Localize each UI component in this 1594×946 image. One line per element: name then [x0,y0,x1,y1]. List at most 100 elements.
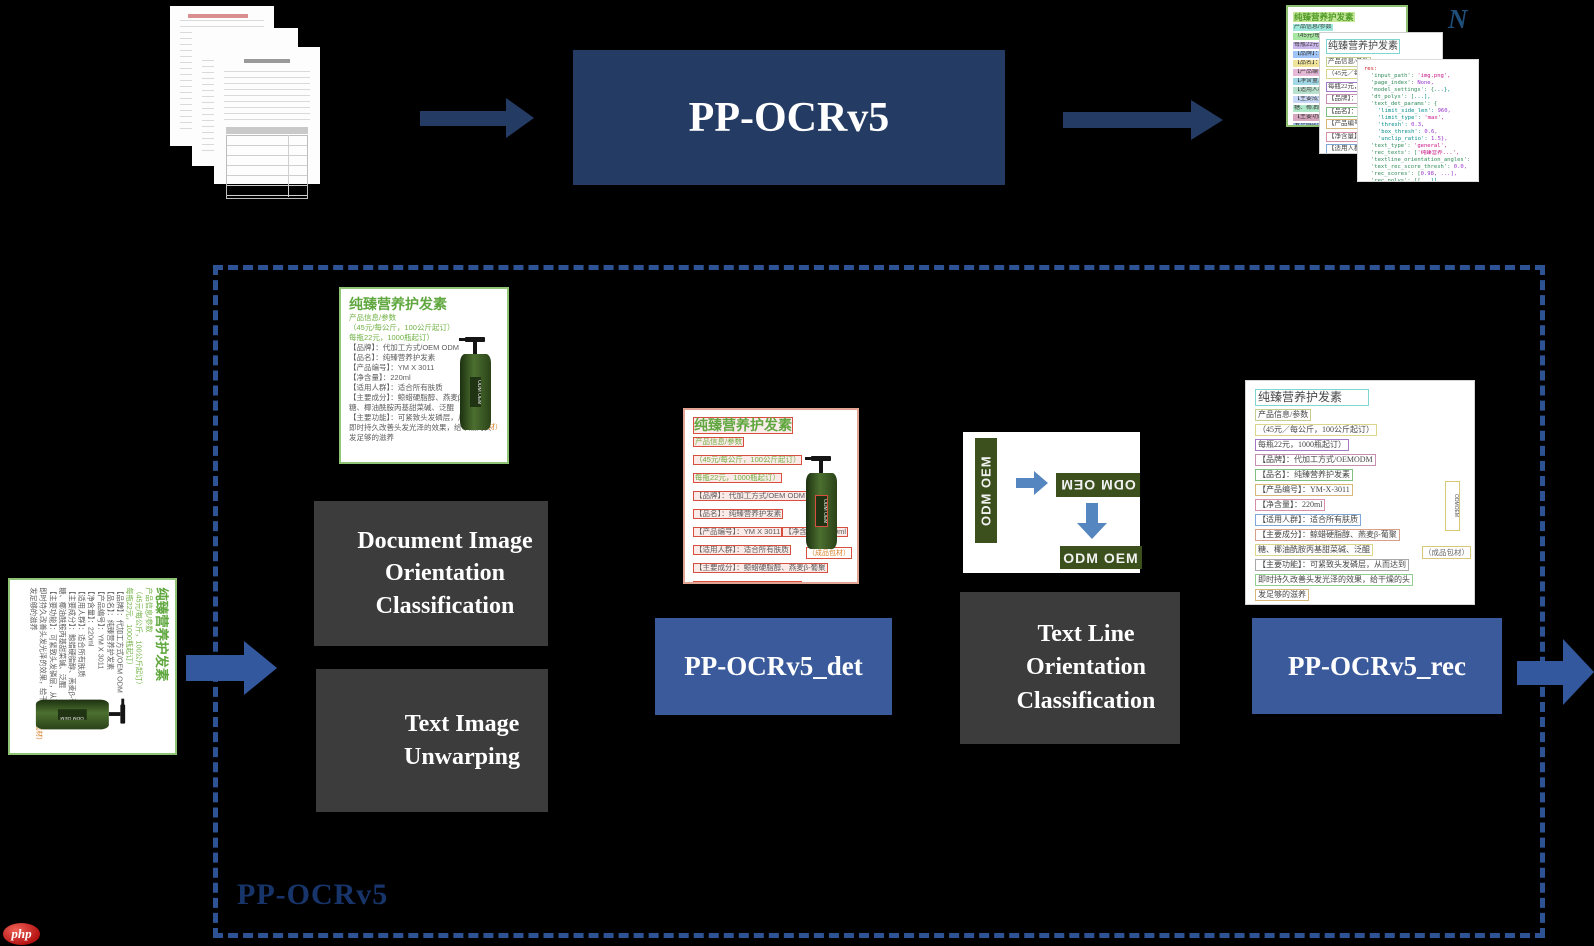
bottle-label: ODM OEM [815,495,828,527]
arrow-right [186,655,244,681]
json-code-line: res: [1364,66,1378,72]
recognized-vertical-line: ODMOEM [1445,481,1460,531]
detected-line: 【品名】：纯臻营养护发素 [693,508,784,519]
small-arrow-down [1086,503,1098,523]
product-line: 【品名】：纯臻营养护发素 [349,353,436,362]
product-info-lines: 【品牌】：代加工方式/OEM ODM【品名】：纯臻营养护发素【产品编号】：YM … [349,343,500,443]
stage-textline-orientation-box: Text Line Orientation Classification [960,592,1180,744]
arrow-right-head [1191,100,1223,140]
annotated-line: 发足够的滋养 [1293,123,1332,125]
bottle-pump-stem [473,342,477,354]
model-box-ppocrv5: PP-OCRv5 [573,50,1005,185]
bottle-label: ODM OEM [470,377,481,407]
product-green-lines: 产品信息/参数（45元/每公斤，100公斤起订）每瓶22元，1000瓶起订） [349,313,500,343]
product-line: 每瓶22元，1000瓶起订） [349,333,435,342]
annotated-line: 纯臻营养护发素 [1293,12,1355,22]
arrow-right [1063,112,1191,128]
detected-line: 【产品编号】：YM X 3011 [693,526,783,537]
json-code-line: 'limit_side_len': 960, [1378,108,1451,114]
detected-line: 【主要成分】：鲸蜡硬脂醇、燕麦β-葡聚 [693,562,828,573]
n-count-label: N [1448,4,1468,34]
bottle-image: ODM OEM [459,337,493,433]
detected-line: 产品信息/参数 [693,436,745,447]
product-title: 纯臻营养护发素 [693,417,793,434]
product-line: 产品信息/参数 [143,586,153,633]
json-code-line: 'input_path': 'img.png', [1371,73,1451,79]
product-green-lines: 产品信息/参数（45元/每公斤，100公斤起订）每瓶22元，1000瓶起订） [124,587,153,748]
recognized-line: 发足够的滋养 [1255,589,1309,601]
recognized-note: （成品包材） [1422,546,1471,559]
bottle-pump-nozzle [459,338,466,341]
json-code-line: 'unclip_ratio': 1.5}, [1378,136,1448,142]
arrow-right-head [506,98,534,138]
product-line: （45元/每公斤，100公斤起订） [134,586,143,689]
pipeline-dashed-box [213,265,1545,938]
textline-orientation-demo: ODM OEM ODM OEM ODM OEM [963,432,1142,573]
small-arrow-right [1016,478,1034,488]
bottle-pump-head [119,703,125,724]
json-code-line: 'text_det_params': { [1371,101,1438,107]
pipeline-name-label: PP-OCRv5 [237,878,389,911]
page-title-line [244,59,290,63]
product-title: 纯臻营养护发素 [153,586,169,681]
product-line: 【适用人群】：适合所有肤质 [349,383,443,392]
product-line: 【净含量】：220ml [349,373,411,382]
small-arrow-right-head [1034,471,1048,495]
json-code-line: 'rec_polys': [[...]], [1371,178,1441,182]
json-code-line: 'thresh': 0.3, [1378,122,1425,128]
bottle-pump-head [811,456,831,461]
product-line: 【主要成分】：鲸蜡硬脂醇、燕麦β-葡聚 [349,393,480,402]
recognized-line: 产品信息/参数 [1255,409,1312,421]
json-code-line: 'dt_polys': [...], [1371,94,1431,100]
recognized-line: 【品牌】：代加工方式/OEMODM [1255,454,1376,466]
detected-line: 每瓶22元，1000瓶起订） [693,472,783,483]
detection-result-card: 纯臻营养护发素 产品信息/参数（45元/每公斤，100公斤起订）每瓶22元，10… [683,408,859,584]
json-code-lines: res:'input_path': 'img.png','page_index'… [1364,66,1472,182]
arrow-right [1517,661,1563,685]
bottle-pump-stem [108,711,120,716]
stage-text-unwarping-box: Text Image Unwarping [316,669,548,812]
json-code-line: 'limit_type': 'max', [1378,115,1445,121]
bottle-pump-nozzle [805,457,812,460]
json-code-line: 'textline_orientation_angles': [0, ...], [1371,157,1472,163]
recognized-line: 【主要功能】：可紧致头发磷层，从而达到 [1255,559,1409,571]
recognized-line: 【适用人群】：适合所有肤质 [1255,514,1361,526]
annotated-line: 产品信息/参数 [1293,24,1333,31]
recognized-line: 即时持久改善头发光泽的效果，给干燥的头 [1255,574,1413,586]
json-code-line: 'box_thresh': 0.6, [1378,129,1438,135]
detected-line: 【适用人群】：适合所有肤质 [693,544,791,555]
textline-vertical: ODM OEM [975,438,997,543]
json-code-line: 'model_settings': {...}, [1371,87,1451,93]
textline-flipped: ODM OEM [1056,473,1140,497]
recognized-line: 纯臻营养护发素 [1255,389,1370,406]
stage-label: PP-OCRv5_rec [1288,650,1466,681]
json-code-line: 'rec_scores': [0.98, ...], [1371,171,1458,177]
bottle-image: ODM OEM [805,456,839,552]
recognized-line: 每瓶22元，1000瓶起订） [1255,439,1349,451]
recognized-line: 【产品编号】：YM-X-3011 [1255,484,1353,496]
stage-det-box: PP-OCRv5_det [655,618,892,715]
stage-rec-box: PP-OCRv5_rec [1252,618,1502,714]
stage-label: Document Image Orientation Classificatio… [357,527,533,619]
product-line: （45元/每公斤，100公斤起订） [349,323,455,332]
page-text-lines [224,71,310,124]
bottle-pump-stem [819,461,823,473]
page-table-column [288,135,290,197]
product-line: 糖、椰油酰胺丙基甜菜碱、泛醌 [349,403,454,412]
product-green-lines: 产品信息/参数（45元/每公斤，100公斤起订）每瓶22元，1000瓶起订） [693,435,850,489]
stage-label: Text Image Unwarping [403,711,521,770]
document-page [214,47,320,199]
arrow-right-head [1563,639,1594,705]
json-code-line: 'page_index': None, [1371,80,1434,86]
product-line: 发足够的滋养 [349,433,394,442]
recognized-line: 糖、椰油酰胺丙基甜菜碱、泛醌 [1255,544,1373,556]
page-table-header [226,127,308,134]
product-line: 即时持久改善头发光泽的效果，给干燥的头 [349,423,492,432]
input-image-rotated: 纯臻营养护发素 产品信息/参数（45元/每公斤，100公斤起订）每瓶22元，10… [8,578,177,755]
recognition-result-card: 纯臻营养护发素产品信息/参数（45元／每公斤，100公斤起订）每瓶22元，100… [1245,380,1475,605]
output-json-card: res:'input_path': 'img.png','page_index'… [1357,59,1479,182]
rotated-content: 纯臻营养护发素 产品信息/参数（45元/每公斤，100公斤起订）每瓶22元，10… [14,585,170,748]
stage-label: Text Line Orientation Classification [1016,621,1156,714]
recognized-line: 【净含量】：220ml [1255,499,1326,511]
